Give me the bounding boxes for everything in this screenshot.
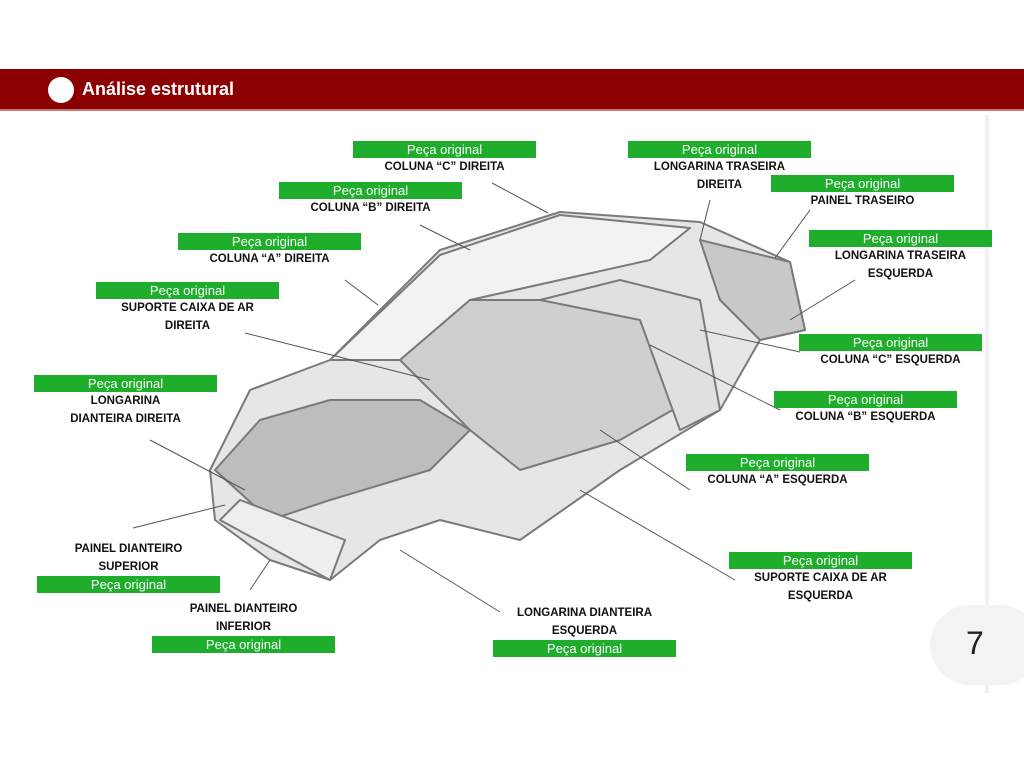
original-part-tag: Peça original (178, 233, 361, 250)
slide-header: Análise estrutural (0, 69, 1024, 111)
original-part-tag: Peça original (771, 175, 954, 192)
original-part-tag: Peça original (37, 576, 220, 593)
original-part-tag: Peça original (279, 182, 462, 199)
original-part-tag: Peça original (729, 552, 912, 569)
original-part-tag: Peça original (34, 375, 217, 392)
original-part-tag: Peça original (96, 282, 279, 299)
original-part-tag: Peça original (152, 636, 335, 653)
original-part-tag: Peça original (799, 334, 982, 351)
original-part-tag: Peça original (774, 391, 957, 408)
page-number: 7 (930, 605, 1024, 685)
bullet-circle-icon (48, 77, 74, 103)
original-part-tag: Peça original (809, 230, 992, 247)
divider (985, 115, 989, 693)
original-part-tag: Peça original (493, 640, 676, 657)
original-part-tag: Peça original (686, 454, 869, 471)
original-part-tag: Peça original (628, 141, 811, 158)
slide-title: Análise estrutural (82, 79, 235, 99)
original-part-tag: Peça original (353, 141, 536, 158)
